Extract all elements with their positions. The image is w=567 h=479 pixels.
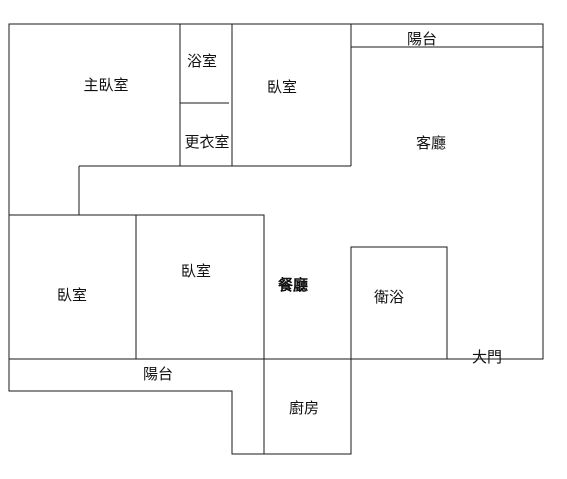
- room-label-kitchen: 廚房: [289, 399, 319, 417]
- room-label-master-bedroom: 主臥室: [83, 76, 128, 94]
- lower-bedrooms-wall: [9, 214, 265, 454]
- room-label-bedroom-top: 臥室: [267, 78, 297, 96]
- room-label-bathroom-top: 浴室: [187, 52, 217, 70]
- bath-closet-wall: [179, 24, 233, 166]
- upper-rooms-bottom-wall: [78, 165, 351, 215]
- room-label-bathroom-right: 衛浴: [374, 288, 404, 306]
- room-label-dining-room: 餐廳: [278, 276, 308, 294]
- bathroom-right-wall: [350, 246, 448, 359]
- room-label-walk-in-closet: 更衣室: [184, 133, 229, 151]
- main-door-label: 大門: [472, 348, 502, 366]
- room-label-bedroom-middle: 臥室: [181, 262, 211, 280]
- room-labels: 主臥室 浴室 更衣室 臥室 陽台 客廳 臥室 臥室 餐廳 衛浴 大門 陽台 廚房: [57, 30, 502, 417]
- walls: [8, 23, 544, 455]
- balcony-top-wall: [350, 24, 543, 166]
- room-label-balcony-top: 陽台: [407, 30, 437, 48]
- room-label-bedroom-left: 臥室: [57, 286, 87, 304]
- outer-wall: [8, 23, 544, 455]
- room-label-balcony-bottom: 陽台: [143, 365, 173, 383]
- room-label-living-room: 客廳: [416, 134, 446, 152]
